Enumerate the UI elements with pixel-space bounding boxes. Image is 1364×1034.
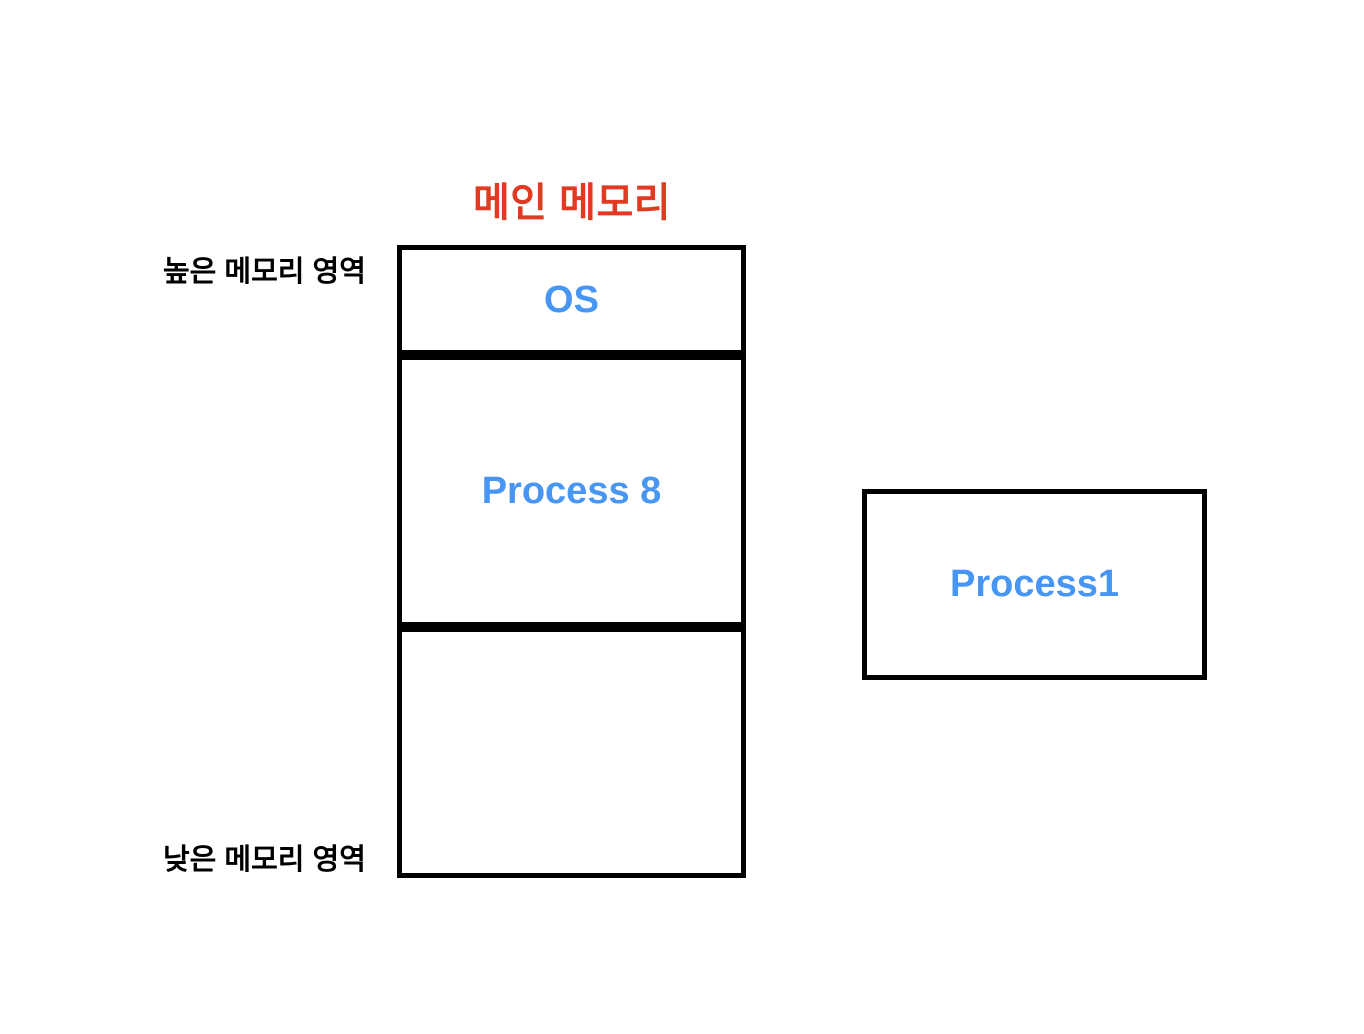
- memory-segment-os: OS: [397, 245, 746, 355]
- external-process-box: Process1: [862, 489, 1207, 680]
- high-memory-label: 높은 메모리 영역: [163, 256, 366, 288]
- diagram-title: 메인 메모리: [472, 181, 672, 225]
- memory-segment-process-8: Process 8: [397, 355, 746, 627]
- main-memory-column: OS Process 8: [397, 245, 746, 878]
- process-8-label: Process 8: [481, 469, 662, 512]
- process1-label: Process1: [949, 563, 1119, 605]
- memory-segment-empty: [397, 627, 746, 878]
- os-label: OS: [544, 278, 599, 321]
- low-memory-label: 낮은 메모리 영역: [163, 844, 366, 876]
